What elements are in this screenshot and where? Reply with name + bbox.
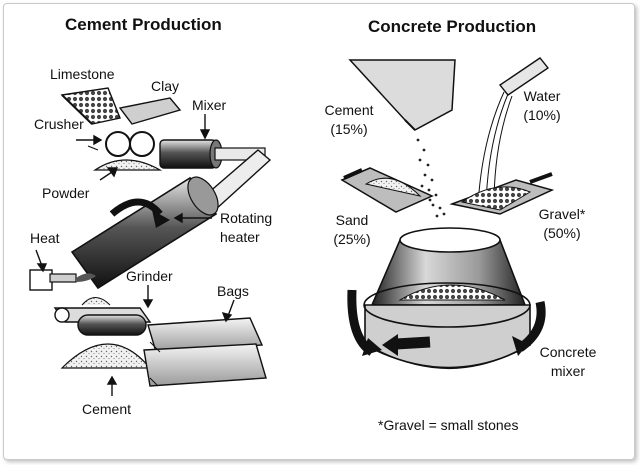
label-ingredient-water-share: (10%) [523, 107, 561, 123]
label-crusher: Crusher [34, 116, 84, 132]
label-powder: Powder [42, 185, 90, 201]
cement-pile [60, 343, 152, 369]
grinder-conveyor [53, 297, 152, 336]
gravel-scoop [449, 172, 555, 215]
cement-bags [143, 317, 267, 387]
rotating-heater [70, 176, 219, 290]
label-ingredient-cement: Cement [324, 102, 374, 118]
label-cement-output: Cement [82, 401, 132, 417]
label-ingredient-sand: Sand [335, 212, 369, 228]
label-rotating: Rotating [220, 210, 273, 226]
label-ingredient-sand-share: (25%) [333, 231, 371, 247]
label-ingredient-cement-share: (15%) [330, 121, 368, 137]
label-heat: Heat [30, 230, 60, 246]
label-mixer-right: mixer [550, 363, 586, 379]
label-grinder: Grinder [126, 268, 173, 284]
powder-pile [93, 159, 163, 171]
concrete-production-title: Concrete Production [368, 17, 537, 36]
label-mixer: Mixer [192, 97, 227, 113]
crusher-rollers [87, 131, 155, 157]
footnote-gravel: *Gravel = small stones [378, 417, 519, 433]
label-heater: heater [220, 229, 260, 245]
label-ingredient-gravel-share: (50%) [543, 225, 581, 241]
cement-production-title: Cement Production [65, 15, 222, 34]
heat-burner [29, 269, 96, 291]
cement-leader-lines [35, 114, 235, 396]
falling-cement [416, 138, 446, 218]
concrete-mixer [347, 227, 546, 370]
label-limestone: Limestone [50, 66, 115, 82]
label-bags: Bags [217, 283, 249, 299]
limestone-clay-tray [60, 87, 182, 125]
cement-hopper [348, 59, 456, 131]
label-concrete: Concrete [539, 344, 597, 360]
label-clay: Clay [151, 78, 180, 94]
label-ingredient-water: Water [523, 88, 561, 104]
sand-scoop [340, 167, 434, 213]
label-ingredient-gravel: Gravel* [538, 206, 586, 222]
